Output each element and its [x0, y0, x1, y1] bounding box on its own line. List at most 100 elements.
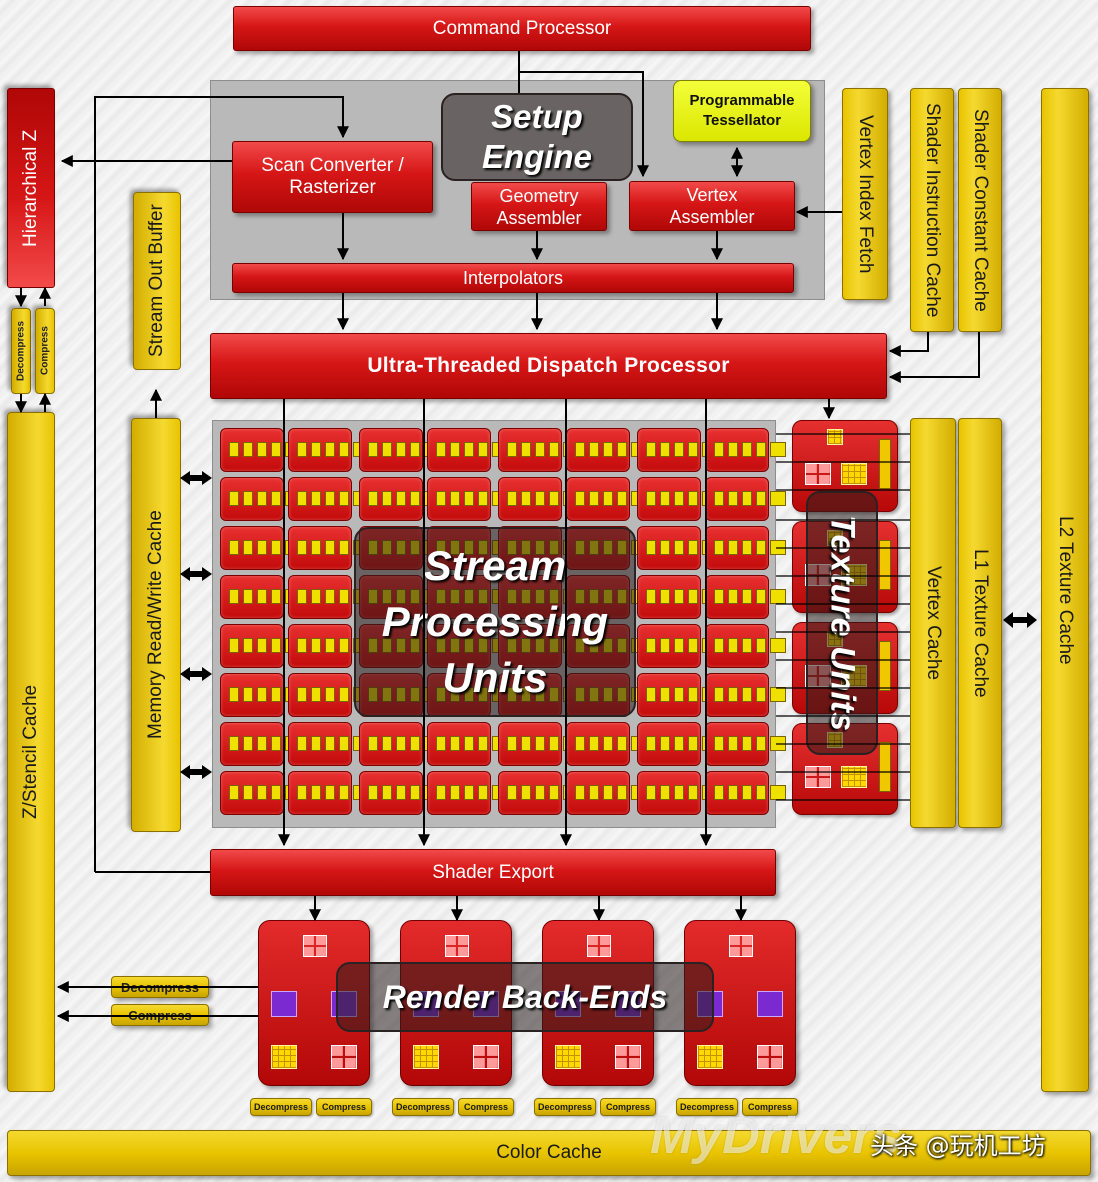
shader-instruction-cache-label: Shader Instruction Cache: [922, 102, 943, 318]
command-processor-label: Command Processor: [432, 17, 612, 39]
shader-export-label: Shader Export: [432, 861, 554, 883]
simd-core-tile: [427, 771, 508, 815]
color-unit-icon: [697, 1045, 723, 1069]
stencil-unit-icon: [757, 991, 783, 1017]
dbl-arrow-l2: [1003, 612, 1037, 628]
texture-filter-icon: [841, 463, 867, 485]
simd-core-tile: [705, 673, 786, 717]
simd-core-tile: [637, 575, 718, 619]
texture-sampler-icon: [879, 641, 891, 691]
vertex-index-fetch: Vertex Index Fetch: [842, 88, 888, 300]
rop-blend-icon: [445, 935, 469, 957]
interpolators-label: Interpolators: [462, 268, 564, 288]
color-cache-label: Color Cache: [496, 1142, 602, 1163]
simd-core-tile: [498, 771, 579, 815]
credit: 头条 @玩机工坊: [870, 1126, 1084, 1160]
wire-scc-d: [888, 332, 980, 383]
shader-constant-cache: Shader Constant Cache: [958, 88, 1002, 332]
alu-cores: [714, 540, 786, 555]
color-decompress: Decompress: [250, 1098, 312, 1116]
color-decompress: Decompress: [392, 1098, 454, 1116]
color-decompress: Decompress: [534, 1098, 596, 1116]
l1-texture-cache: L1 Texture Cache: [958, 418, 1002, 828]
vertex-assembler: Vertex Assembler: [629, 181, 795, 231]
watermark-text: MyDrivers: [650, 1107, 902, 1165]
texture-sampler-icon: [879, 439, 891, 489]
simd-core-tile: [705, 526, 786, 570]
simd-core-tile: [288, 722, 369, 766]
simd-core-tile: [637, 624, 718, 668]
simd-core-tile: [288, 771, 369, 815]
z-unit-icon: [271, 991, 297, 1017]
scan-converter: Scan Converter / Rasterizer: [232, 141, 433, 213]
vertex-assembler-label: Vertex Assembler: [669, 185, 755, 227]
shader-instruction-cache: Shader Instruction Cache: [910, 88, 954, 332]
watermark: MyDrivers: [650, 1106, 910, 1166]
credit-text: 头条 @玩机工坊: [870, 1132, 1046, 1160]
color-compress: Compress: [316, 1098, 372, 1116]
rop-blend-icon: [587, 935, 611, 957]
dispatch-processor: Ultra-Threaded Dispatch Processor: [210, 333, 887, 399]
simd-core-tile: [427, 428, 508, 472]
simd-core-tile: [705, 477, 786, 521]
color-compress: Compress: [742, 1098, 798, 1116]
texture-sampler-icon: [879, 742, 891, 792]
rop-blend-icon: [729, 935, 753, 957]
alu-cores: [436, 785, 508, 800]
alu-cores: [714, 785, 786, 800]
alu-cores: [714, 736, 786, 751]
shader-export: Shader Export: [210, 849, 776, 896]
color-decompress: Decompress: [676, 1098, 738, 1116]
shader-constant-cache-label: Shader Constant Cache: [970, 108, 991, 312]
rop-blend-icon: [303, 935, 327, 957]
simd-core-tile: [288, 575, 369, 619]
color-unit-icon: [271, 1045, 297, 1069]
geometry-assembler-label: Geometry Assembler: [496, 185, 582, 228]
simd-core-tile: [288, 673, 369, 717]
l1-texture-cache-label: L1 Texture Cache: [970, 548, 991, 698]
simd-core-tile: [705, 624, 786, 668]
color-unit-icon: [413, 1045, 439, 1069]
simd-core-tile: [566, 722, 647, 766]
setup-engine: Setup Engine: [441, 93, 633, 181]
blend-unit-icon: [331, 1045, 357, 1069]
blend-unit-icon: [757, 1045, 783, 1069]
wire-left-loop: [94, 96, 349, 872]
command-processor: Command Processor: [233, 6, 811, 51]
simd-core-tile: [705, 771, 786, 815]
color-cache: Color Cache: [7, 1130, 1091, 1176]
setup-engine-label: Setup Engine: [481, 98, 592, 175]
texture-sampler-icon: [879, 540, 891, 590]
simd-core-tile: [498, 428, 579, 472]
texture-units-label: Texture Units: [823, 514, 862, 731]
double-arrows: [180, 471, 1037, 779]
programmable-tessellator-label: Programmable Tessellator: [689, 92, 795, 129]
simd-core-tile: [498, 477, 579, 521]
l2-texture-cache-label: L2 Texture Cache: [1055, 515, 1076, 665]
blend-unit-icon: [473, 1045, 499, 1069]
texture-units: Texture Units: [806, 491, 878, 755]
dbl-arrow-2: [180, 567, 212, 581]
stream-processing-units-label: Stream Processing Units: [381, 542, 609, 701]
programmable-tessellator: Programmable Tessellator: [673, 80, 811, 142]
simd-core-tile: [220, 673, 301, 717]
simd-core-tile: [359, 428, 440, 472]
render-back-ends-label: Render Back-Ends: [382, 978, 668, 1015]
wire-cp-vertex: [518, 51, 649, 178]
dbl-arrow-1: [180, 471, 212, 485]
alu-cores: [714, 589, 786, 604]
l2-texture-cache: L2 Texture Cache: [1041, 88, 1089, 1092]
simd-core-tile: [288, 624, 369, 668]
alu-cores: [714, 491, 786, 506]
scan-converter-label: Scan Converter / Rasterizer: [261, 155, 404, 198]
texture-cache-ticks: [776, 433, 910, 801]
simd-core-tile: [705, 722, 786, 766]
dbl-arrow-3: [180, 667, 212, 681]
simd-core-tile: [637, 771, 718, 815]
texture-address-icon: [805, 463, 831, 485]
color-compress: Compress: [458, 1098, 514, 1116]
alu-cores: [714, 442, 786, 457]
alu-cores: [714, 687, 786, 702]
